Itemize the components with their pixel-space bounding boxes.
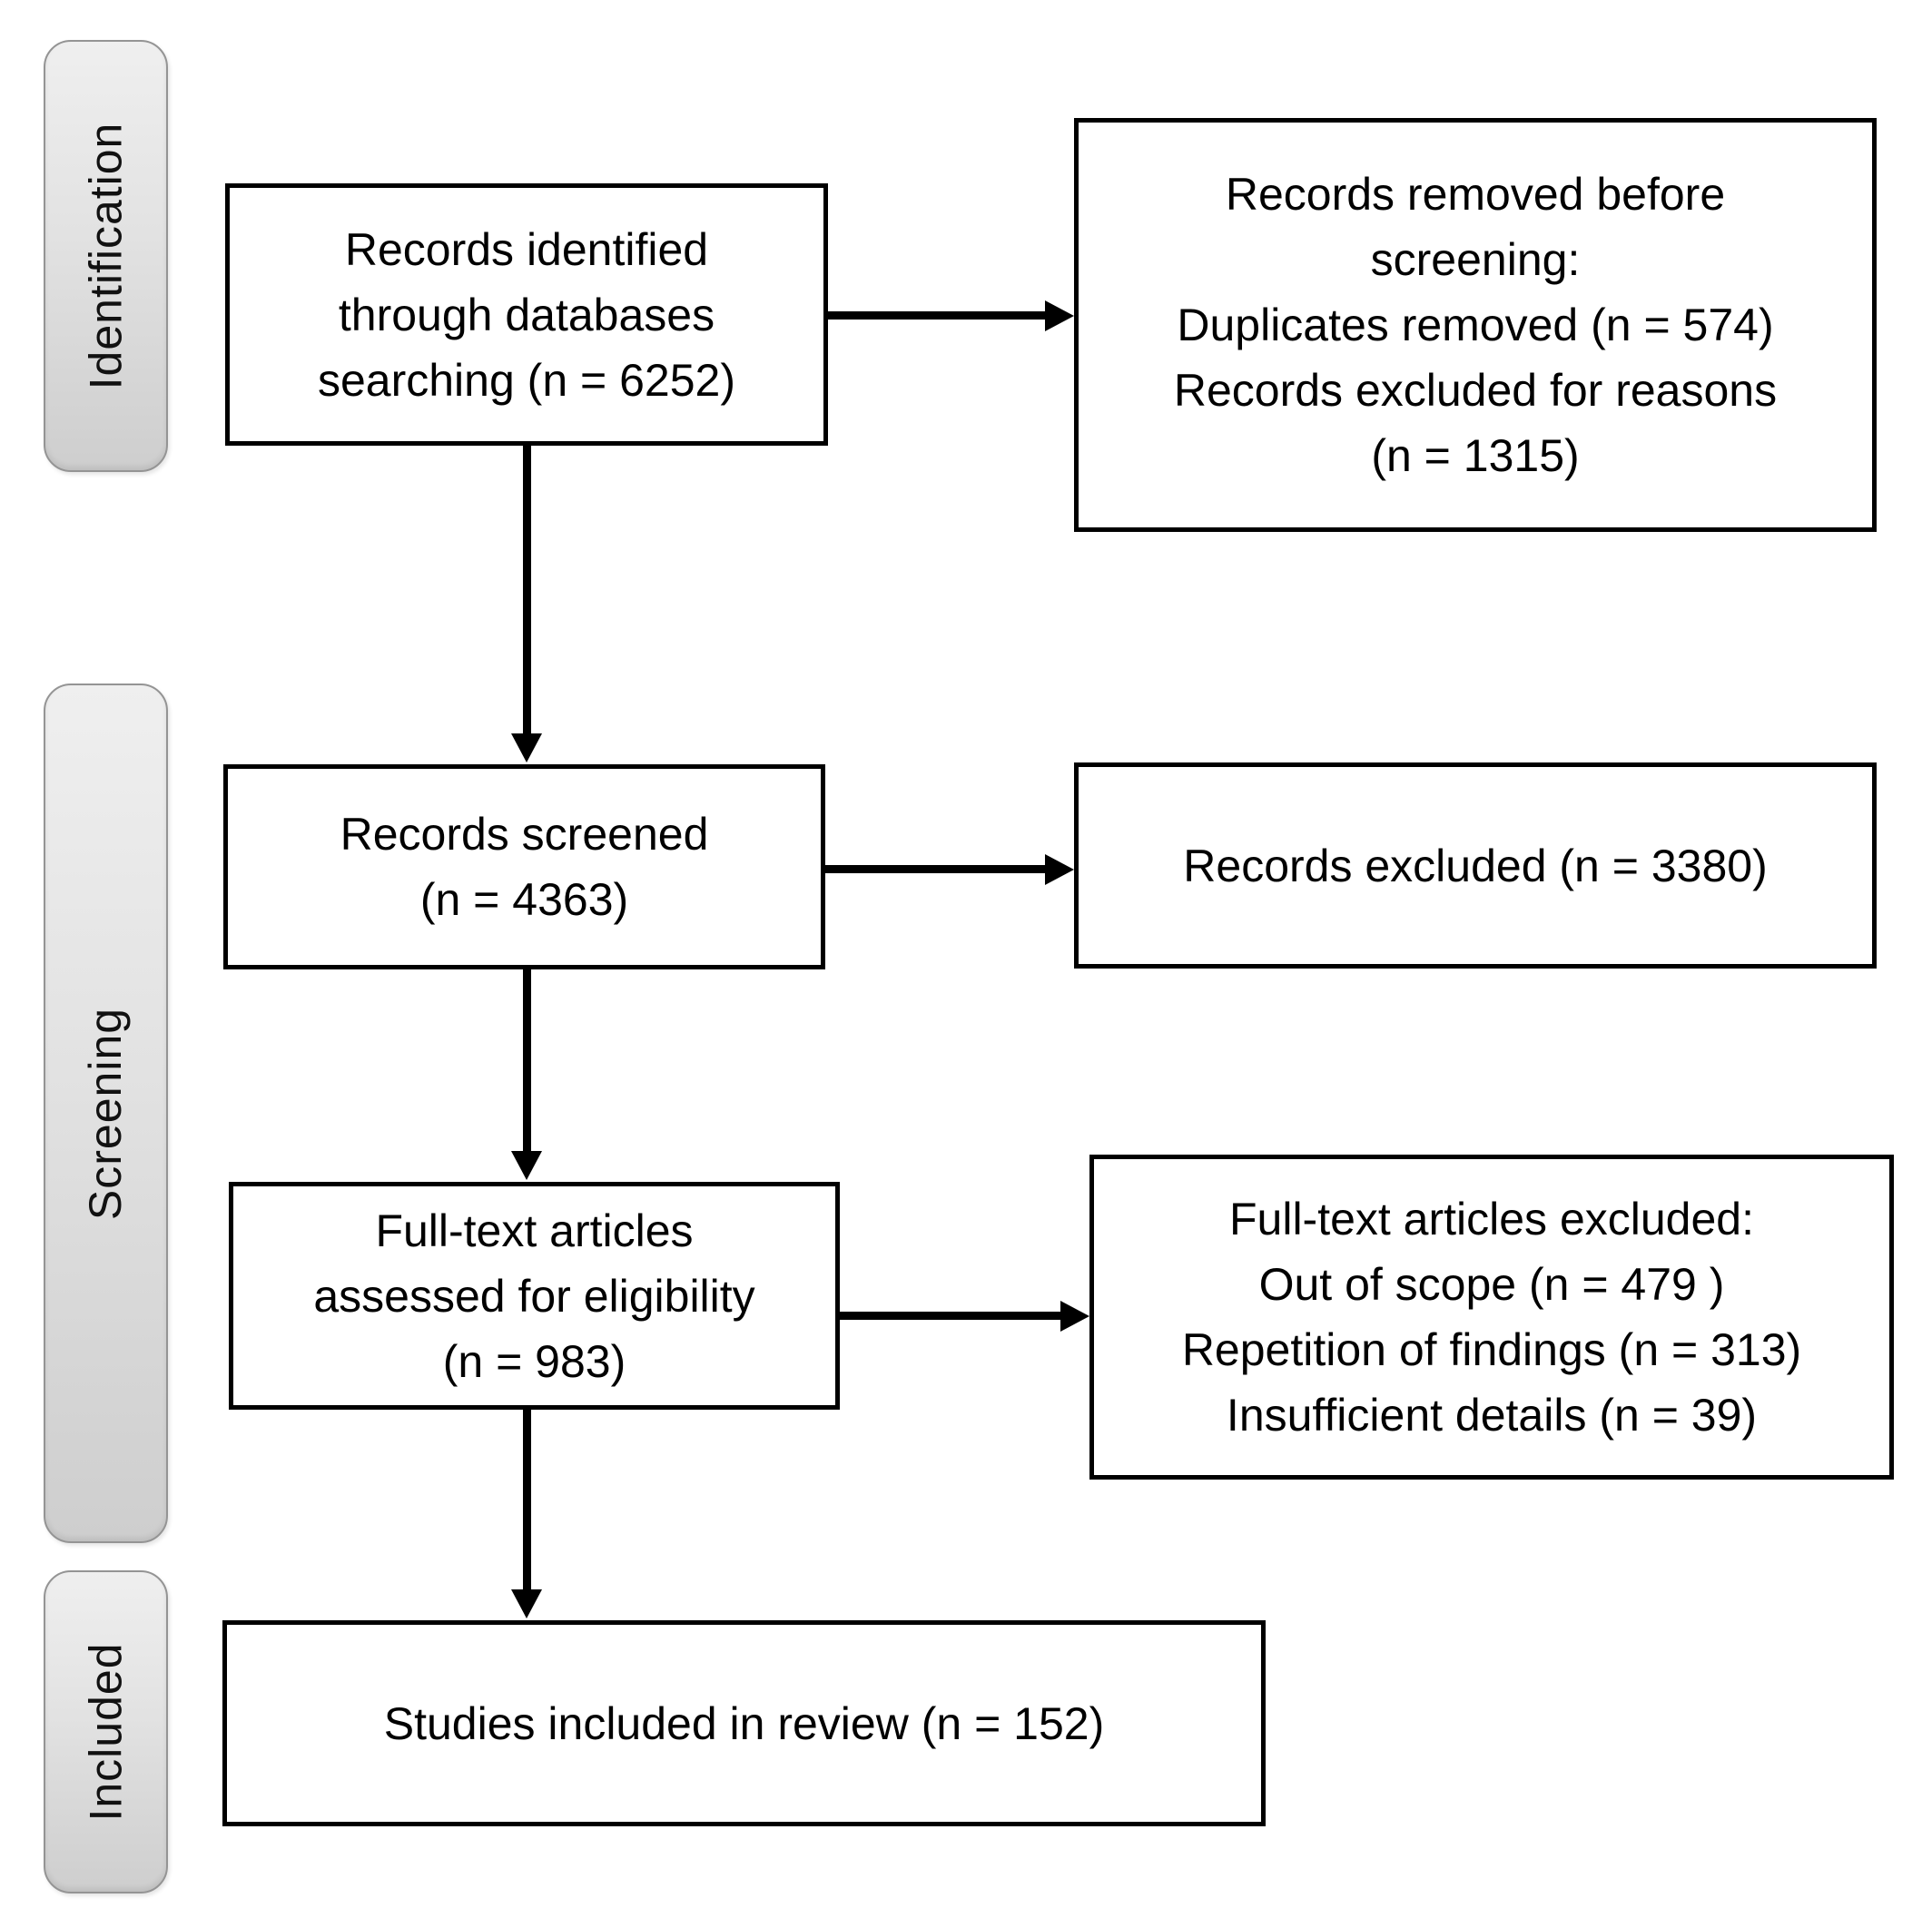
arrow-line <box>840 1312 1064 1320</box>
arrow-line <box>828 311 1049 320</box>
stage-tab-included: Included <box>44 1570 168 1893</box>
arrow-line <box>523 446 531 737</box>
stage-label-included: Included <box>80 1642 132 1822</box>
box-line: (n = 4363) <box>419 874 629 925</box>
stage-label-screening: Screening <box>80 1007 132 1220</box>
box-records-removed-before-screening: Records removed before screening: Duplic… <box>1074 118 1877 532</box>
box-line: Records removed before <box>1225 169 1726 220</box>
arrow-line <box>824 865 1049 873</box>
arrow-line <box>523 1410 531 1593</box>
box-line: Duplicates removed (n = 574) <box>1177 300 1774 350</box>
box-line: assessed for eligibility <box>313 1270 755 1322</box>
arrow-head <box>1045 300 1074 331</box>
box-line: Insufficient details (n = 39) <box>1226 1390 1758 1441</box>
stage-label-identification: Identification <box>80 122 132 390</box>
arrow-head <box>1045 854 1074 885</box>
box-line: Records identified <box>344 223 709 275</box>
box-line: Repetition of findings (n = 313) <box>1181 1324 1802 1375</box>
arrow-head <box>511 1151 542 1180</box>
arrow-line <box>523 969 531 1155</box>
stage-tab-screening: Screening <box>44 684 168 1543</box>
box-line: Records excluded for reasons <box>1173 365 1778 416</box>
arrow-head <box>511 1589 542 1618</box>
box-line: searching (n = 6252) <box>317 354 735 406</box>
box-line: through databases <box>338 289 715 340</box>
arrow-head <box>1060 1301 1089 1332</box>
box-records-screened: Records screened (n = 4363) <box>223 764 825 969</box>
box-studies-included: Studies included in review (n = 152) <box>222 1620 1266 1826</box>
box-records-excluded: Records excluded (n = 3380) <box>1074 762 1877 969</box>
box-line: Records excluded (n = 3380) <box>1183 840 1768 891</box>
box-fulltext-excluded: Full-text articles excluded: Out of scop… <box>1089 1155 1894 1480</box>
box-line: Records screened <box>340 809 709 860</box>
box-line: Studies included in review (n = 152) <box>383 1697 1105 1749</box>
box-fulltext-assessed: Full-text articles assessed for eligibil… <box>229 1182 840 1410</box>
arrow-head <box>511 733 542 762</box>
box-line: (n = 1315) <box>1371 430 1580 481</box>
stage-tab-identification: Identification <box>44 40 168 472</box>
box-line: Out of scope (n = 479 ) <box>1258 1259 1725 1310</box>
box-line: screening: <box>1370 234 1581 285</box>
box-line: (n = 983) <box>442 1335 626 1387</box>
box-line: Full-text articles <box>375 1205 694 1256</box>
box-records-identified: Records identified through databases sea… <box>225 183 828 446</box>
box-line: Full-text articles excluded: <box>1228 1194 1754 1244</box>
